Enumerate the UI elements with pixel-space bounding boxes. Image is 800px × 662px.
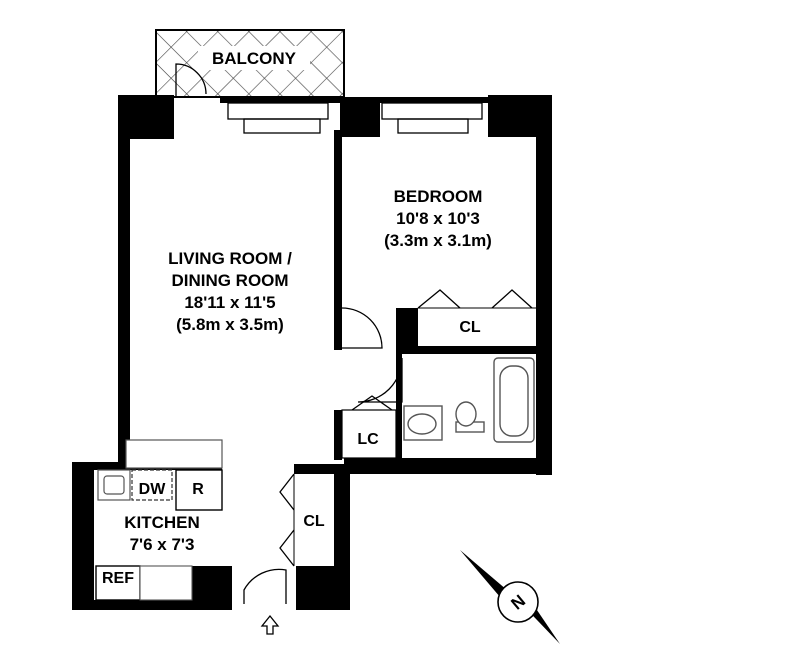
living-room-dimensions: 18'11 x 11'5 — [184, 293, 275, 312]
kitchen-name: KITCHEN — [124, 513, 200, 532]
bedroom-dimensions: 10'8 x 10'3 — [396, 209, 480, 228]
bedroom-window — [381, 102, 483, 120]
walls — [72, 95, 552, 610]
compass-north-icon: N — [460, 550, 560, 644]
kitchen-lower-counter — [139, 565, 193, 601]
dishwasher-label: DW — [139, 481, 167, 498]
range — [175, 469, 223, 511]
entry-door-swing — [243, 568, 287, 604]
kitchen: DW R REF — [95, 439, 223, 601]
linen-closet-label: LC — [357, 431, 379, 448]
bedroom-name: BEDROOM — [394, 187, 483, 206]
bedroom-dimensions-metric: (3.3m x 3.1m) — [384, 231, 492, 250]
balcony-label: BALCONY — [212, 49, 297, 68]
refrigerator — [95, 565, 141, 601]
sink-basin — [407, 413, 437, 435]
living-room-dimensions-metric: (5.8m x 3.5m) — [176, 315, 284, 334]
bedroom-closet: CL — [417, 289, 536, 336]
kitchen-sink — [97, 469, 131, 501]
linen-closet: LC — [341, 395, 397, 459]
dishwasher — [131, 469, 173, 501]
doors — [243, 307, 403, 604]
windows — [227, 102, 483, 134]
living-room-name-line1: LIVING ROOM / — [168, 249, 292, 268]
kitchen-counter — [125, 439, 223, 469]
entry-closet-label: CL — [303, 513, 325, 530]
bedroom-door-swing — [341, 307, 383, 349]
bathtub-basin — [499, 365, 529, 437]
toilet-bowl — [455, 401, 477, 427]
living-room-name-line2: DINING ROOM — [171, 271, 288, 290]
balcony-door-swing — [175, 63, 207, 97]
living-window — [227, 102, 329, 120]
bathroom — [403, 357, 535, 443]
entry-closet: CL — [279, 473, 325, 567]
kitchen-dimensions: 7'6 x 7'3 — [130, 535, 195, 554]
balcony: BALCONY — [155, 29, 345, 98]
bedroom-closet-label: CL — [459, 319, 481, 336]
living-window-sill — [243, 118, 321, 134]
bath-door-swing — [357, 357, 403, 403]
range-label: R — [192, 481, 204, 498]
refrigerator-label: REF — [102, 570, 134, 587]
bedroom-window-sill — [397, 118, 469, 134]
arrow-up-icon — [260, 614, 280, 635]
